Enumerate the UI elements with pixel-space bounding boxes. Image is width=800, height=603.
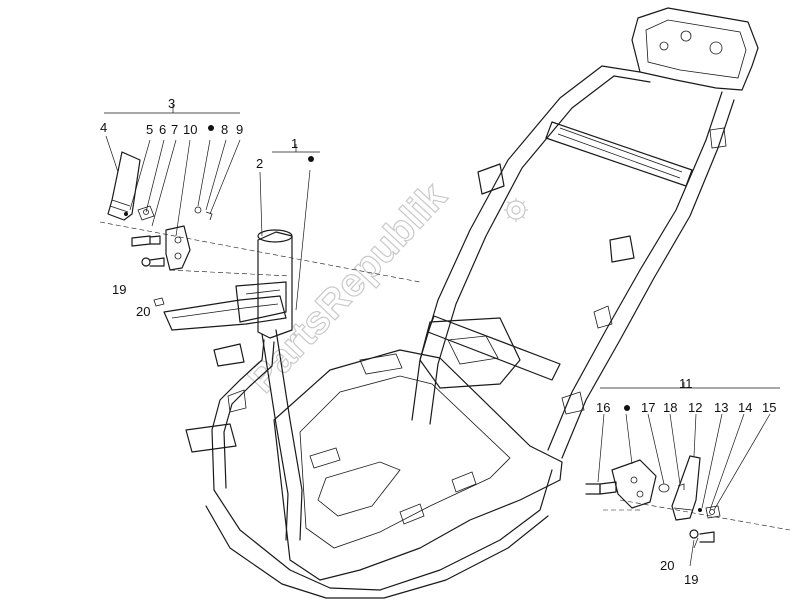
callout-3: 3: [168, 96, 175, 111]
callout-20-left: 20: [136, 304, 150, 319]
callout-19-right: 19: [684, 572, 698, 587]
callout-14: 14: [738, 400, 752, 415]
callout-17: 17: [641, 400, 655, 415]
callout-labels: 3 4 5 6 7 10 8 9 1 2 19 20 11 16 17 18 1…: [100, 96, 776, 587]
right-bracket-group: [585, 455, 721, 543]
callout-7: 7: [171, 122, 178, 137]
not-shown-dot-frame: [308, 156, 314, 162]
callout-20-right: 20: [660, 558, 674, 573]
callout-15: 15: [762, 400, 776, 415]
pillion-footrest-left: [107, 151, 141, 221]
main-frame: [163, 7, 759, 599]
callout-6: 6: [159, 122, 166, 137]
callout-10: 10: [183, 122, 197, 137]
callout-11: 11: [679, 376, 693, 391]
callout-4: 4: [100, 120, 107, 135]
callout-9: 9: [236, 122, 243, 137]
pillion-footrest-right: [671, 455, 701, 521]
callout-19-left: 19: [112, 282, 126, 297]
not-shown-dot-left: [208, 125, 214, 131]
callout-13: 13: [714, 400, 728, 415]
leader-lines: [104, 104, 780, 567]
callout-2: 2: [256, 156, 263, 171]
callout-5: 5: [146, 122, 153, 137]
watermark: PartsRepublik: [239, 173, 528, 402]
callout-18: 18: [663, 400, 677, 415]
callout-1: 1: [291, 136, 298, 151]
not-shown-dot-right: [624, 405, 630, 411]
callout-8: 8: [221, 122, 228, 137]
assembly-lines: [99, 221, 791, 531]
gear-icon: [504, 198, 528, 222]
watermark-text: PartsRepublik: [239, 174, 455, 401]
callout-12: 12: [688, 400, 702, 415]
left-bracket-group: [107, 151, 213, 307]
callout-16: 16: [596, 400, 610, 415]
